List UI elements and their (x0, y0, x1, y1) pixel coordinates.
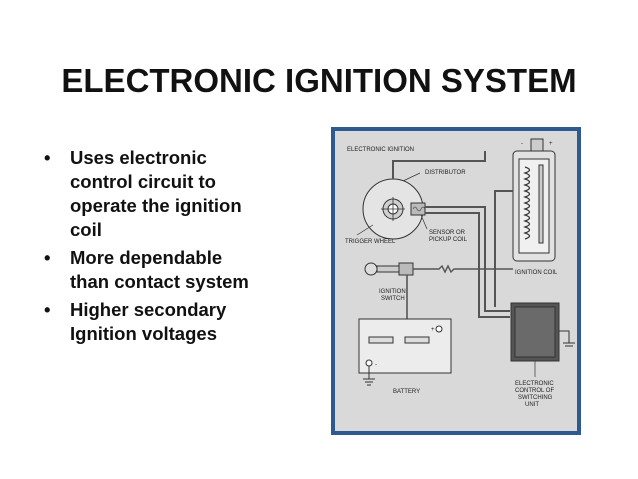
bullet-line: Higher secondary (70, 299, 227, 320)
coil-minus-sign: - (521, 141, 523, 147)
sensor-label: SENSOR OR (429, 230, 466, 236)
battery-label: BATTERY (393, 389, 420, 395)
ignition-diagram: ELECTRONIC IGNITION DISTRIBUTOR TRIGGER … (331, 127, 581, 435)
ignition-coil-label: IGNITION COIL (515, 270, 558, 276)
bullet-line: More dependable (70, 247, 223, 268)
bullet-item: • Uses electronic control circuit to operat… (40, 146, 300, 242)
trigger-wheel-label: TRIGGER WHEEL (345, 239, 396, 245)
pickup-coil-label: PICKUP COIL (429, 237, 468, 243)
bullet-line: coil (70, 219, 102, 240)
bullet-list: • Uses electronic control circuit to operat… (40, 146, 300, 350)
bullet-dot-icon: • (44, 299, 51, 320)
ignition-label: IGNITION (379, 289, 406, 295)
battery-plus-sign: + (431, 327, 435, 333)
switch-label: SWITCH (381, 296, 405, 302)
slide-title: ELECTRONIC IGNITION SYSTEM (61, 62, 577, 99)
battery-minus-sign: - (375, 362, 377, 368)
bullet-line: Ignition voltages (70, 323, 217, 344)
bullet-line: operate the ignition (70, 195, 242, 216)
ignition-coil (512, 138, 556, 262)
distributor (362, 178, 426, 240)
coil-plus-sign: + (549, 141, 553, 147)
bullet-line: control circuit to (70, 171, 216, 192)
bullet-item: • More dependable than contact system (40, 246, 300, 294)
ignition-diagram-svg: ELECTRONIC IGNITION DISTRIBUTOR TRIGGER … (345, 138, 575, 408)
bullet-line: Uses electronic (70, 147, 207, 168)
distributor-label: DISTRIBUTOR (425, 170, 466, 176)
electronic-control-unit (510, 302, 575, 362)
bullet-dot-icon: • (44, 147, 51, 168)
diagram-heading: ELECTRONIC IGNITION (347, 147, 414, 153)
ecu-label-line2: CONTROL OF (515, 388, 554, 394)
bullet-line: than contact system (70, 271, 249, 292)
ecu-label-line1: ELECTRONIC (515, 381, 554, 387)
battery (358, 318, 452, 386)
bullet-dot-icon: • (44, 247, 51, 268)
ecu-label-line4: UNIT (525, 402, 539, 408)
ecu-label-line3: SWITCHING (518, 395, 553, 401)
